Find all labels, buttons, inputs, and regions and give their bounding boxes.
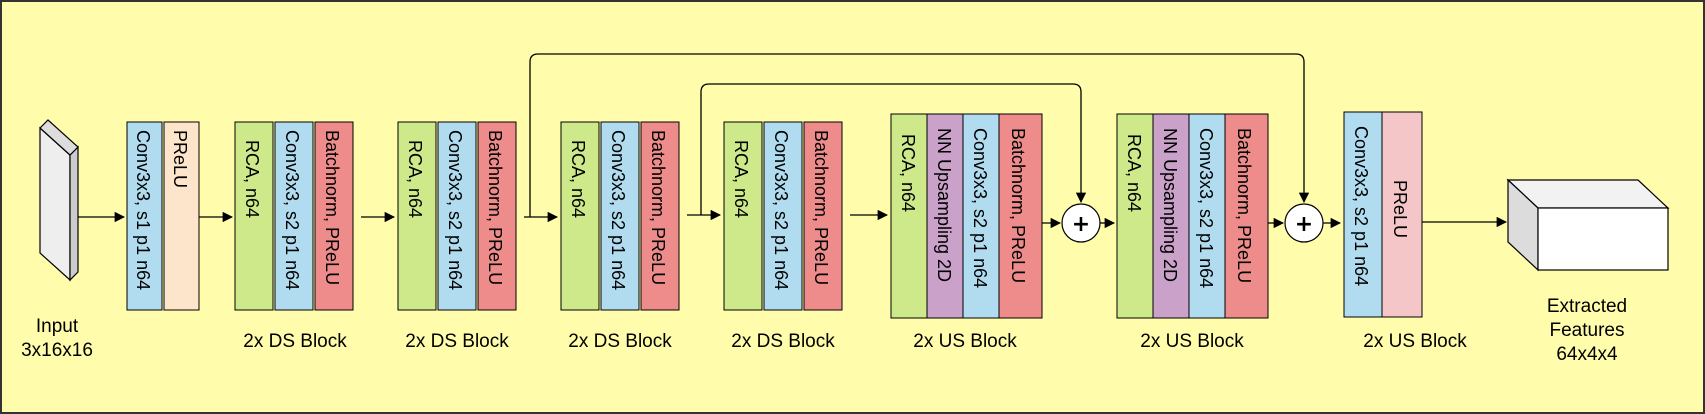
input-tensor [39, 119, 79, 282]
conv-layer-label: Conv3x3, s2 p1 n64 [445, 130, 465, 290]
batchnorm-layer [314, 121, 354, 311]
activation-layer [1381, 111, 1423, 318]
activation-layer-label: PReLU [170, 130, 190, 188]
ds-block: RCA, n64 Conv3x3, s2 p1 n64 Batchnorm, P… [723, 121, 843, 311]
ds-block: RCA, n64 Conv3x3, s2 p1 n64 Batchnorm, P… [560, 121, 680, 311]
skip-connections [529, 53, 1310, 217]
conv-layer-label: Conv3x3, s1 p1 n64 [133, 130, 153, 290]
batchnorm-layer-label: Batchnorm, PReLU [485, 130, 505, 285]
conv-layer [274, 121, 314, 311]
rca-layer-label: RCA, n64 [242, 140, 262, 218]
input-size-label: 3x16x16 [21, 340, 93, 361]
upsampling-layer-label: NN Upsampling 2D [1160, 128, 1180, 282]
activation-layer-label: PReLU [1390, 180, 1410, 238]
rca-layer-label: RCA, n64 [731, 140, 751, 218]
rca-layer [560, 121, 600, 311]
output-size-label: 64x4x4 [1556, 344, 1618, 365]
output-label: Extracted [1547, 296, 1627, 317]
conv-layer [126, 121, 163, 311]
rca-layer [397, 121, 437, 311]
conv-layer-label: Conv3x3, s2 p1 n64 [1351, 126, 1371, 286]
batchnorm-layer-label: Batchnorm, PReLU [811, 130, 831, 285]
block-caption: 2x DS Block [405, 331, 509, 352]
batchnorm-layer [803, 121, 843, 311]
output-label: Features [1550, 320, 1625, 341]
us-block: RCA, n64 NN Upsampling 2D Conv3x3, s2 p1… [890, 113, 1043, 319]
activation-layer [163, 121, 200, 311]
conv-layer [437, 121, 477, 311]
batchnorm-layer [640, 121, 680, 311]
rca-layer [723, 121, 763, 311]
conv-layer [962, 113, 1000, 319]
batchnorm-layer-label: Batchnorm, PReLU [1008, 128, 1028, 283]
block-caption: 2x US Block [913, 331, 1017, 352]
rca-layer-label: RCA, n64 [1124, 134, 1144, 212]
skip-connection-outer [529, 53, 1310, 217]
upsampling-layer [1152, 113, 1190, 319]
output-tensor [1506, 178, 1670, 272]
batchnorm-layer-label: Batchnorm, PReLU [1234, 128, 1254, 283]
conv-layer-label: Conv3x3, s2 p1 n64 [771, 130, 791, 290]
first-block: Conv3x3, s1 p1 n64 PReLU [126, 121, 200, 311]
conv-layer-label: Conv3x3, s2 p1 n64 [282, 130, 302, 290]
ds-block: RCA, n64 Conv3x3, s2 p1 n64 Batchnorm, P… [234, 121, 354, 311]
block-caption: 2x US Block [1140, 331, 1244, 352]
rca-layer [234, 121, 274, 311]
batchnorm-layer [998, 113, 1043, 319]
conv-layer [763, 121, 803, 311]
block-caption: 2x DS Block [243, 331, 347, 352]
batchnorm-layer [1224, 113, 1269, 319]
rca-layer-label: RCA, n64 [568, 140, 588, 218]
conv-layer-label: Conv3x3, s2 p1 n64 [1196, 128, 1216, 288]
block-caption: 2x US Block [1363, 331, 1467, 352]
input-label: Input [36, 316, 79, 337]
block-caption: 2x DS Block [731, 331, 835, 352]
upsampling-layer [926, 113, 964, 319]
rca-layer-label: RCA, n64 [898, 134, 918, 212]
flow-arrows [78, 209, 1508, 229]
rca-layer-label: RCA, n64 [405, 140, 425, 218]
ds-block: RCA, n64 Conv3x3, s2 p1 n64 Batchnorm, P… [397, 121, 517, 311]
rca-layer [1116, 113, 1154, 319]
rca-layer [890, 113, 928, 319]
add-symbol: + [1072, 212, 1090, 237]
us-block: RCA, n64 NN Upsampling 2D Conv3x3, s2 p1… [1116, 113, 1269, 319]
conv-layer [600, 121, 640, 311]
batchnorm-layer [477, 121, 517, 311]
last-block: Conv3x3, s2 p1 n64 PReLU [1343, 111, 1423, 318]
conv-layer-label: Conv3x3, s2 p1 n64 [970, 128, 990, 288]
add-symbol: + [1295, 212, 1313, 237]
batchnorm-layer-label: Batchnorm, PReLU [322, 130, 342, 285]
conv-layer [1343, 111, 1383, 318]
conv-layer-label: Conv3x3, s2 p1 n64 [608, 130, 628, 290]
skip-connection-inner [700, 83, 1087, 215]
batchnorm-layer-label: Batchnorm, PReLU [648, 130, 668, 285]
upsampling-layer-label: NN Upsampling 2D [934, 128, 954, 282]
block-caption: 2x DS Block [568, 331, 672, 352]
conv-layer [1188, 113, 1226, 319]
